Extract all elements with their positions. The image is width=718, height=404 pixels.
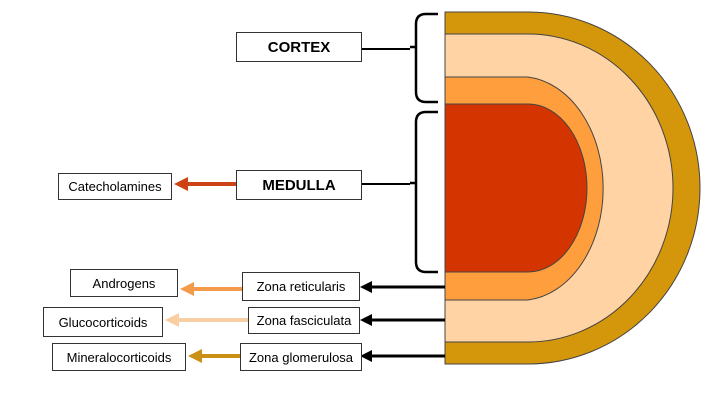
zona-fasciculata-arrow: [360, 314, 445, 326]
androgens-label: Androgens: [70, 269, 178, 297]
glucocorticoids-label: Glucocorticoids: [43, 307, 163, 337]
androgens-arrow: [180, 282, 242, 296]
catecholamines-arrow: [174, 177, 236, 191]
zona-fasciculata-label: Zona fasciculata: [248, 307, 360, 334]
cortex-bracket: [410, 12, 438, 104]
catecholamines-label: Catecholamines: [58, 173, 172, 200]
zona-glomerulosa-label: Zona glomerulosa: [240, 343, 362, 371]
glucocorticoids-arrow: [165, 313, 248, 327]
zona-reticularis-label: Zona reticularis: [242, 272, 360, 301]
zona-reticularis-arrow: [360, 281, 445, 293]
medulla-label: MEDULLA: [236, 170, 362, 200]
mineralocorticoids-arrow: [188, 349, 240, 363]
medulla-bracket: [410, 110, 438, 274]
cortex-label: CORTEX: [236, 32, 362, 62]
zona-glomerulosa-arrow: [360, 350, 445, 362]
mineralocorticoids-label: Mineralocorticoids: [52, 343, 186, 371]
medulla-layer: [444, 103, 588, 273]
